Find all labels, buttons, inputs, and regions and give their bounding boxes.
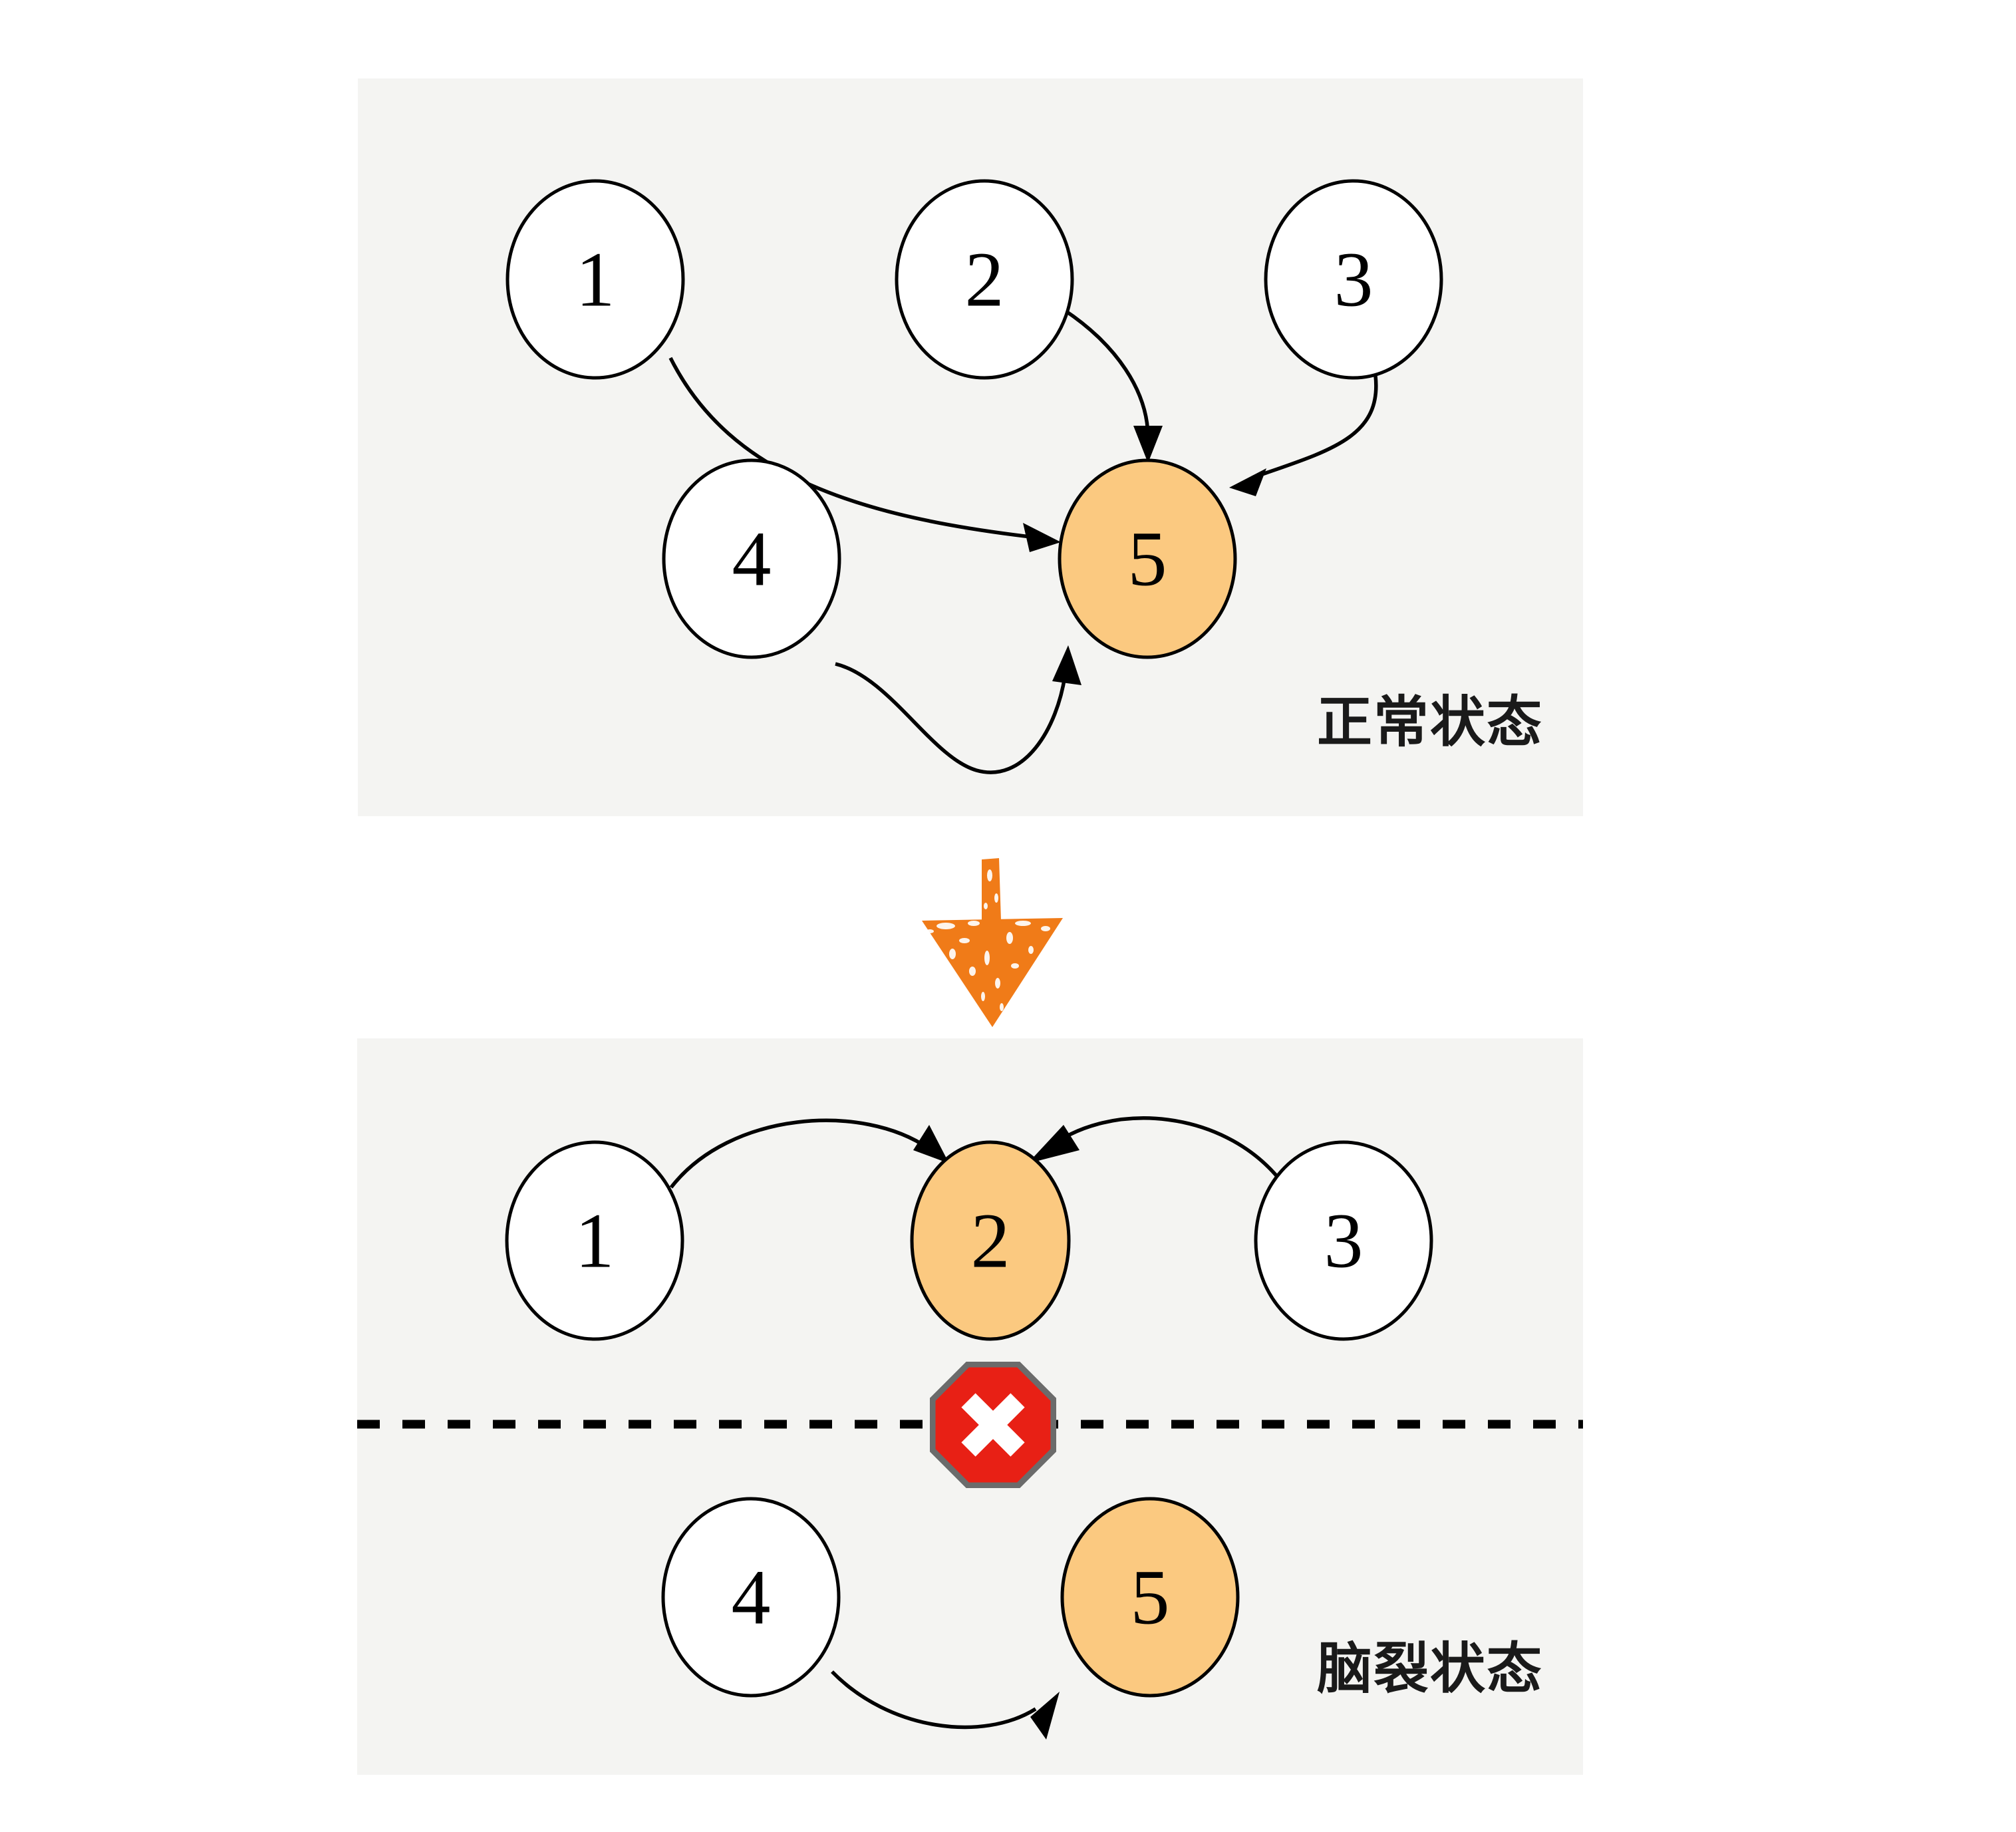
node-5-shape[interactable] — [1058, 458, 1237, 659]
node-4-shape[interactable] — [662, 458, 841, 659]
node-1[interactable]: 1 — [505, 179, 685, 380]
node-3-label: 3 — [1334, 236, 1373, 323]
arrowhead-icon — [913, 1125, 949, 1163]
node-5-shape[interactable] — [1060, 1497, 1240, 1698]
node-4[interactable]: 4 — [661, 1497, 841, 1698]
panel-normal-caption: 正常状态 — [1317, 691, 1543, 753]
stop-x-icon — [929, 1361, 1057, 1489]
node-5-label: 5 — [1128, 516, 1167, 603]
panel-split-caption: 脑裂状态 — [1317, 1638, 1543, 1700]
node-2[interactable]: 2 — [910, 1140, 1071, 1341]
connection-broken-badge — [929, 1361, 1057, 1489]
node-5[interactable]: 5 — [1058, 458, 1237, 659]
node-2[interactable]: 2 — [895, 179, 1074, 380]
node-3[interactable]: 3 — [1264, 179, 1443, 380]
node-2-label: 2 — [965, 236, 1004, 323]
node-4[interactable]: 4 — [662, 458, 841, 659]
x-glyph — [961, 1393, 1025, 1457]
node-1-shape[interactable] — [505, 1140, 684, 1341]
node-5[interactable]: 5 — [1060, 1497, 1240, 1698]
edge-3-to-2 — [1028, 1116, 1288, 1189]
arrowhead-icon — [1133, 426, 1163, 463]
arrowhead-icon — [1229, 468, 1266, 496]
node-3[interactable]: 3 — [1254, 1140, 1433, 1341]
arrowhead-icon — [1030, 1692, 1060, 1740]
transition-down-arrow-icon — [913, 857, 1072, 1030]
node-2-shape[interactable] — [910, 1140, 1071, 1341]
normal-state-graph: 1 2 3 4 5 — [505, 179, 1443, 774]
node-2-label: 2 — [971, 1197, 1010, 1285]
edge-4-to-5 — [835, 645, 1081, 774]
split-brain-graph: 1 2 3 4 5 — [357, 1116, 1583, 1740]
panel-normal-state: 1 2 3 4 5 正常状态 — [358, 78, 1583, 816]
edge-3-to-5 — [1229, 375, 1378, 496]
arrowhead-icon — [1052, 645, 1081, 685]
arrowhead-icon — [1028, 1125, 1080, 1163]
down-arrow-icon — [922, 858, 1063, 1027]
node-1-shape[interactable] — [505, 179, 685, 380]
node-4-label: 4 — [732, 516, 772, 603]
node-4-label: 4 — [732, 1554, 771, 1641]
node-3-shape[interactable] — [1264, 179, 1443, 380]
node-5-label: 5 — [1131, 1554, 1170, 1641]
node-1-label: 1 — [576, 236, 615, 323]
edge-4-to-5 — [831, 1670, 1060, 1740]
node-1[interactable]: 1 — [505, 1140, 684, 1341]
node-2-shape[interactable] — [895, 179, 1074, 380]
edge-2-to-5 — [1063, 308, 1163, 463]
edge-1-to-2 — [669, 1118, 949, 1189]
arrowhead-icon — [1023, 523, 1061, 552]
node-4-shape[interactable] — [661, 1497, 841, 1698]
node-3-shape[interactable] — [1254, 1140, 1433, 1341]
node-1-label: 1 — [575, 1197, 615, 1285]
node-3-label: 3 — [1324, 1197, 1364, 1285]
